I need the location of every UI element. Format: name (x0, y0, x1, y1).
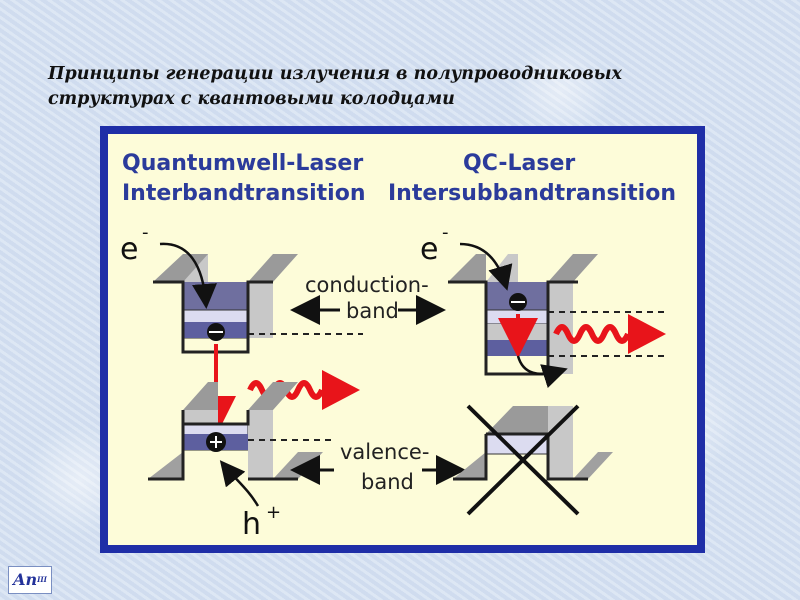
left-conduction-well (153, 254, 363, 354)
diagram-frame: Quantumwell-Laser Interbandtransition QC… (100, 126, 705, 553)
left-electron-charge: - (142, 222, 149, 243)
conduction-band-label-2: band (346, 299, 399, 323)
institute-logo: AnIII (8, 566, 52, 594)
left-electron-label: e (120, 232, 138, 267)
hole-charge: + (266, 502, 281, 523)
left-heading-line-2: Interbandtransition (122, 181, 365, 206)
hole-label: h (242, 507, 261, 542)
slide-title: Принципы генерации излучения в полупрово… (48, 62, 748, 112)
slide-title-line-2: структурах с квантовыми колодцами (48, 89, 455, 109)
logo-text: An (13, 570, 38, 589)
right-heading-line-2: Intersubbandtransition (388, 181, 676, 206)
left-heading-line-1: Quantumwell-Laser (122, 151, 363, 176)
right-photon (553, 314, 666, 354)
conduction-band-label-1: conduction- (305, 273, 429, 297)
right-relaxation-arrow (516, 355, 568, 388)
band-diagram: Quantumwell-Laser Interbandtransition QC… (120, 151, 676, 542)
left-valence-well (148, 382, 333, 481)
hole-arrow (219, 460, 260, 507)
right-valence-well-crossed (453, 404, 613, 516)
right-electron-charge: - (442, 222, 449, 243)
valence-band-label-2: band (361, 470, 414, 494)
right-conduction-well (448, 254, 668, 376)
logo-superscript: III (37, 575, 47, 584)
right-heading-line-1: QC-Laser (463, 151, 575, 176)
diagram-panel: Quantumwell-Laser Interbandtransition QC… (108, 134, 697, 545)
valence-band-label-1: valence- (340, 440, 429, 464)
right-electron-label: e (420, 232, 438, 267)
slide-title-line-1: Принципы генерации излучения в полупрово… (48, 64, 622, 84)
left-electron-arrow (159, 242, 217, 309)
right-electron-arrow (459, 242, 513, 291)
